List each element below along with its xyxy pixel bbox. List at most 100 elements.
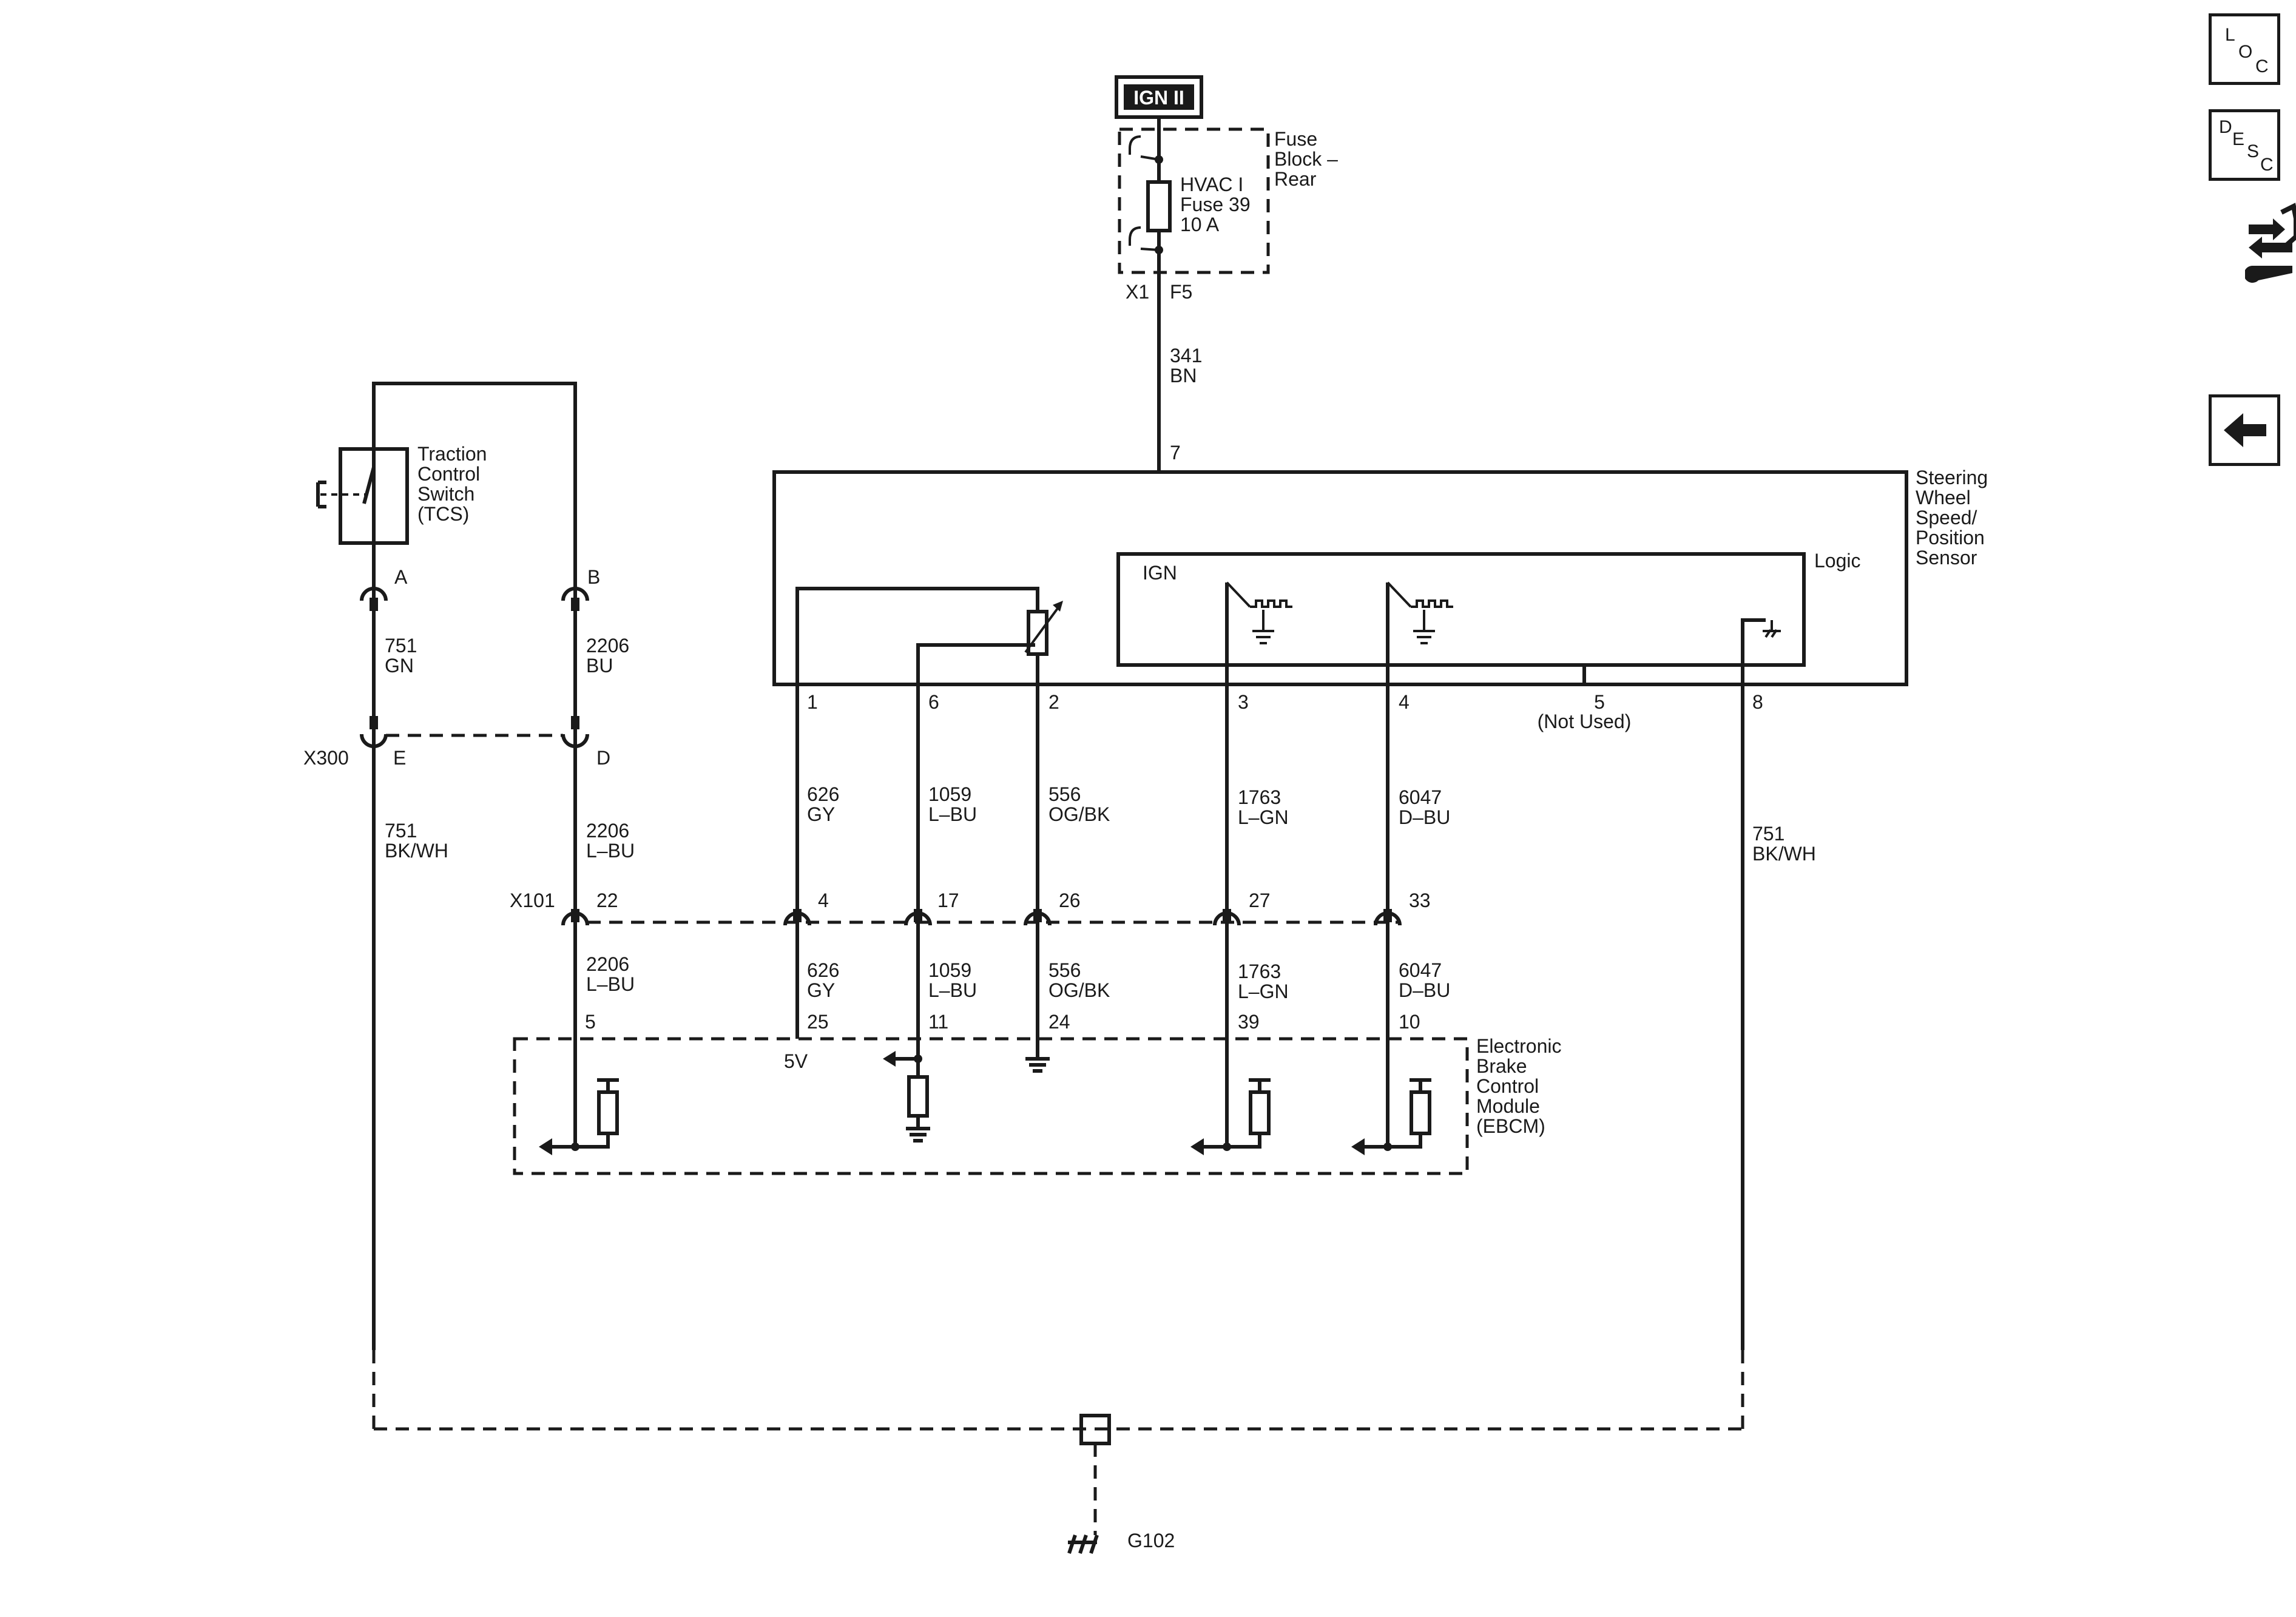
ebcm-label-4: Module: [1476, 1095, 1540, 1117]
sensor-label-2: Wheel: [1916, 487, 1971, 508]
wire-626-circuit-x101: 626: [807, 959, 839, 981]
fuse-block-label-3: Rear: [1274, 168, 1317, 190]
connector-tools-icon[interactable]: [2244, 200, 2296, 291]
back-button[interactable]: [2209, 394, 2280, 466]
ebcm-label-3: Control: [1476, 1075, 1539, 1097]
loc-button[interactable]: L O C: [2209, 13, 2280, 85]
wire-556-color-x101: OG/BK: [1048, 979, 1110, 1001]
desc-letter-c: C: [2260, 155, 2274, 175]
wire-341-color: BN: [1170, 365, 1197, 387]
sensor-label-3: Speed/: [1916, 507, 1977, 528]
x300-pin-e: E: [393, 747, 406, 769]
wire-1763-circuit-x101: 1763: [1238, 960, 1281, 982]
loc-letter-c: C: [2255, 56, 2269, 76]
ebcm-pin-24: 24: [1048, 1011, 1070, 1033]
sensor-pin-5-note: (Not Used): [1538, 711, 1632, 732]
sensor-pin-1: 1: [807, 691, 818, 713]
wire-2206-color-x101: L–BU: [586, 973, 635, 995]
ebcm-module: Electronic Brake Control Module (EBCM): [513, 1035, 1562, 1175]
ebcm-input-circuit-10: [1351, 1078, 1431, 1155]
wire-6047-color-x101: D–BU: [1399, 979, 1450, 1001]
wire-556-color: OG/BK: [1048, 803, 1110, 825]
wire-751-circuit-x300: 751: [385, 820, 417, 842]
wire-751-color-x300: BK/WH: [385, 840, 448, 862]
wire-751-circuit-pin8: 751: [1752, 823, 1784, 845]
wire-341-circuit: 341: [1170, 345, 1202, 366]
loc-letter-l: L: [2225, 25, 2235, 45]
fuse-block-label-1: Fuse: [1274, 128, 1317, 150]
ground-g102: G102: [372, 1350, 1744, 1554]
connector-pin-f5: F5: [1170, 281, 1192, 303]
wire-1763-circuit: 1763: [1238, 786, 1281, 808]
fuse-label-1: HVAC I: [1180, 174, 1243, 195]
sensor-pin-5: 5: [1594, 691, 1605, 713]
wire-2206-circuit-x101: 2206: [586, 953, 629, 975]
wire-1059-color: L–BU: [928, 803, 977, 825]
fuse-label-3: 10 A: [1180, 214, 1220, 235]
wire-1059-circuit-x101: 1059: [928, 959, 971, 981]
ebcm-pin-25: 25: [807, 1011, 829, 1033]
x101-pin-26: 26: [1059, 890, 1081, 911]
sensor-label-5: Sensor: [1916, 547, 1977, 569]
sensor-pin-4: 4: [1399, 691, 1410, 713]
desc-button[interactable]: D E S C: [2209, 109, 2280, 181]
wire-1763-color: L–GN: [1238, 806, 1289, 828]
ebcm-ground-24: [1025, 1057, 1050, 1073]
wire-751-circuit-tcs: 751: [385, 635, 417, 657]
sensor-pin-2: 2: [1048, 691, 1059, 713]
wire-556-circuit-x101: 556: [1048, 959, 1081, 981]
ebcm-label-1: Electronic: [1476, 1035, 1562, 1057]
sensor-label-4: Position: [1916, 527, 1985, 549]
ebcm-input-circuit-39: [1190, 1078, 1271, 1155]
ebcm-pin-39: 39: [1238, 1011, 1260, 1033]
traction-control-switch: Traction Control Switch (TCS): [316, 443, 487, 545]
wire-1059-circuit: 1059: [928, 783, 971, 805]
ground-label: G102: [1127, 1530, 1175, 1551]
wire-751-color-tcs: GN: [385, 655, 414, 677]
sensor-switch-3: [1225, 581, 1292, 684]
x101-pin-27: 27: [1249, 890, 1271, 911]
fuse-block-rear: Fuse Block – Rear: [1118, 127, 1338, 274]
wire-626-color-x101: GY: [807, 979, 835, 1001]
logic-block: Logic IGN: [1116, 550, 1861, 667]
wire-626-color: GY: [807, 803, 835, 825]
ebcm-label-2: Brake: [1476, 1055, 1527, 1077]
tcs-label-1: Traction: [417, 443, 487, 465]
sensor-pin-8: 8: [1752, 691, 1763, 713]
potentiometer-symbol: [1027, 610, 1048, 656]
connector-x1-label: X1: [1126, 281, 1149, 303]
x101-pin-17: 17: [937, 890, 959, 911]
wire-2206-circuit-x300: 2206: [586, 820, 629, 842]
wire-6047-color: D–BU: [1399, 806, 1450, 828]
tcs-label-4: (TCS): [417, 503, 469, 525]
x300-pin-d: D: [596, 747, 610, 769]
wire-6047-circuit-x101: 6047: [1399, 959, 1442, 981]
fuse-symbol: [1146, 180, 1172, 232]
x101-connector: X101 22 4 17 26 27 33: [510, 890, 1431, 926]
logic-label: Logic: [1814, 550, 1861, 572]
loc-letter-o: O: [2238, 42, 2253, 62]
ebcm-label-5: (EBCM): [1476, 1115, 1545, 1137]
wire-1763-color-x101: L–GN: [1238, 981, 1289, 1002]
ebcm-pin-5: 5: [585, 1011, 596, 1033]
ign-ii-label: IGN II: [1133, 87, 1184, 109]
wire-2206-color-x300: L–BU: [586, 840, 635, 862]
tcs-pin-a: A: [394, 566, 408, 588]
x101-pin-33: 33: [1409, 890, 1431, 911]
steering-wheel-sensor: Steering Wheel Speed/ Position Sensor: [772, 467, 1988, 686]
wire-1059-color-x101: L–BU: [928, 979, 977, 1001]
fuse-block-label-2: Block –: [1274, 148, 1338, 170]
wire-626-circuit: 626: [807, 783, 839, 805]
fuse-label-2: Fuse 39: [1180, 194, 1251, 215]
tcs-pin-b: B: [587, 566, 600, 588]
sensor-switch-4: [1386, 581, 1453, 684]
ebcm-pin-11: 11: [928, 1011, 948, 1033]
wire-751-color-pin8: BK/WH: [1752, 843, 1816, 865]
tcs-label-3: Switch: [417, 483, 474, 505]
sensor-pin-3: 3: [1238, 691, 1249, 713]
sensor-label-1: Steering: [1916, 467, 1988, 488]
desc-letter-s: S: [2247, 141, 2260, 161]
ign-label: IGN: [1143, 562, 1177, 584]
wire-2206-color-tcs: BU: [586, 655, 613, 677]
